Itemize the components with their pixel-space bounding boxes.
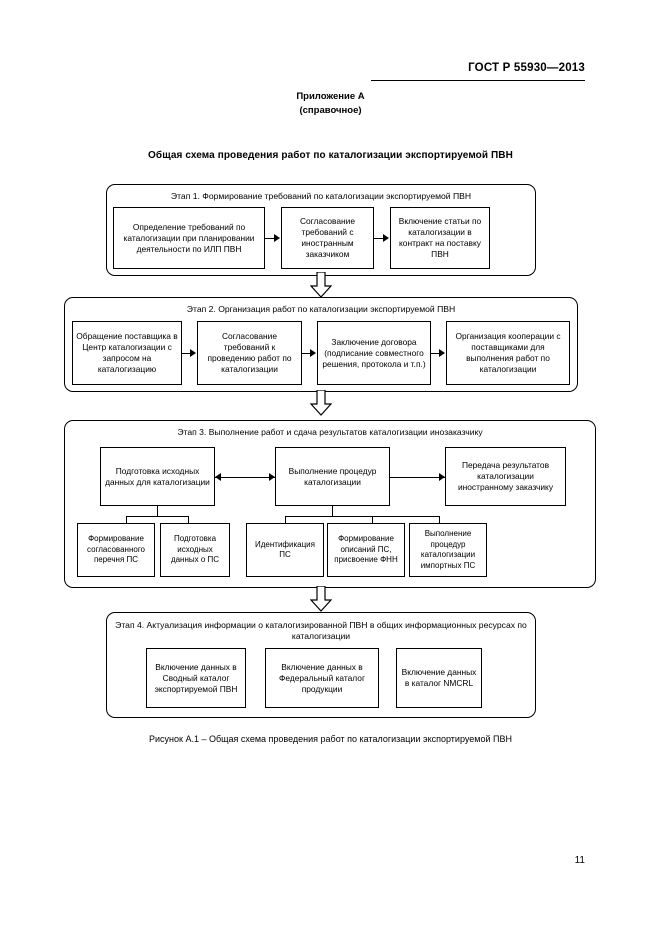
stage-3-arrow-left-icon (215, 473, 221, 481)
page-number: 11 (574, 855, 585, 866)
stage-1-connector-2 (374, 237, 386, 239)
stage-4-node-3: Включение данных в каталог NMCRL (396, 648, 482, 708)
annex-heading: Приложение А (справочное) (0, 90, 661, 118)
stage-4-node-1: Включение данных в Сводный каталог экспо… (146, 648, 246, 708)
stage-3-subnode-1: Формирование согласованного перечня ПС (77, 523, 155, 577)
stage-2-node-3: Заключение договора (подписание совместн… (317, 321, 431, 385)
stage-4-node-2: Включение данных в Федеральный каталог п… (265, 648, 379, 708)
figure-caption: Рисунок А.1 – Общая схема проведения раб… (149, 734, 512, 744)
stage-2-title: Этап 2. Организация работ по каталогизац… (186, 304, 456, 314)
annex-label: Приложение А (296, 91, 365, 102)
stage-2-arrow-3-icon (439, 349, 445, 357)
stage-3-to-4-arrow-icon (310, 586, 332, 612)
stage-3-tree1-stem (157, 506, 159, 517)
annex-sublabel: (справочное) (299, 105, 362, 116)
stage-3-node-3: Передача результатов каталогизации иност… (445, 447, 566, 506)
stage-3-node-1: Подготовка исходных данных для каталогиз… (100, 447, 215, 506)
stage-3-tree1-branch-2 (188, 516, 190, 524)
header-rule (371, 80, 585, 81)
stage-3-title: Этап 3. Выполнение работ и сдача результ… (177, 427, 483, 437)
stage-2-to-3-arrow-icon (310, 390, 332, 416)
stage-4-title: Этап 4. Актуализация информации о катало… (115, 620, 527, 641)
scheme-title: Общая схема проведения работ по каталоги… (148, 150, 513, 161)
stage-1-arrow-1-icon (274, 234, 280, 242)
stage-2-node-4: Организация кооперации с поставщиками дл… (446, 321, 570, 385)
stage-3-tree2-stem (332, 506, 334, 517)
stage-3-subnode-3: Идентификация ПС (246, 523, 324, 577)
stage-3-tree2-branch-1 (285, 516, 287, 524)
stage-3-arrow-to-node3-icon (439, 473, 445, 481)
stage-2-arrow-2-icon (310, 349, 316, 357)
stage-1-title: Этап 1. Формирование требований по катал… (170, 191, 472, 201)
stage-3-tree1-branch-1 (126, 516, 128, 524)
stage-2-node-2: Согласование требований к проведению раб… (197, 321, 302, 385)
stage-3-subnode-4: Формирование описаний ПС, присвоение ФНН (327, 523, 405, 577)
stage-2-connector-3 (431, 352, 442, 354)
stage-3-connector-bidirectional (215, 476, 275, 478)
standard-designation: ГОСТ Р 55930—2013 (468, 62, 585, 74)
stage-2-node-1: Обращение поставщика в Центр каталогизац… (72, 321, 182, 385)
stage-1-connector-1 (265, 237, 277, 239)
stage-1-arrow-2-icon (383, 234, 389, 242)
stage-1-to-2-arrow-icon (310, 272, 332, 298)
stage-3-tree2-bar (285, 516, 440, 518)
stage-1-node-1: Определение требований по каталогизации … (113, 207, 265, 269)
stage-3-arrow-right-icon (269, 473, 275, 481)
stage-3-tree1-bar (126, 516, 189, 518)
stage-2-connector-1 (182, 352, 193, 354)
stage-1-node-2: Согласование требований с иностранным за… (281, 207, 374, 269)
stage-3-tree2-branch-3 (439, 516, 441, 524)
stage-3-subnode-2: Подготовка исходных данных о ПС (160, 523, 230, 577)
stage-3-connector-right (390, 476, 445, 478)
stage-3-tree2-branch-2 (372, 516, 374, 524)
stage-3-subnode-5: Выполнение процедур каталогизации импорт… (409, 523, 487, 577)
stage-3-node-2: Выполнение процедур каталогизации (275, 447, 390, 506)
stage-1-node-3: Включение статьи по каталогизации в конт… (390, 207, 490, 269)
stage-2-arrow-1-icon (190, 349, 196, 357)
stage-2-connector-2 (302, 352, 313, 354)
